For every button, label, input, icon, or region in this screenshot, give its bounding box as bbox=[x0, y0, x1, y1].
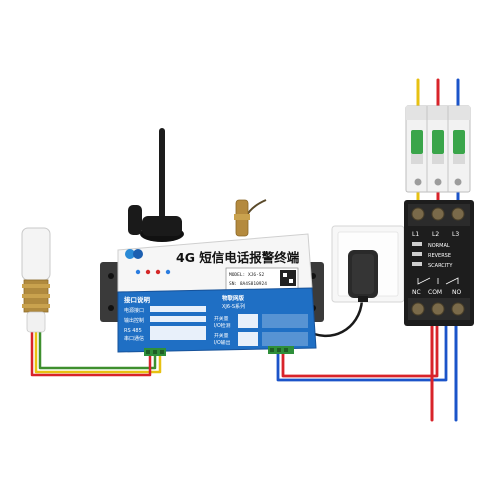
relay-terminal-no: NO bbox=[452, 289, 461, 296]
series-name: XJ6-S系列 bbox=[222, 303, 245, 310]
antenna-icon bbox=[128, 128, 267, 242]
power-adapter-icon bbox=[348, 250, 378, 302]
io-label-switch-out: 开关量 bbox=[214, 332, 229, 339]
relay-terminal-com: COM bbox=[428, 289, 442, 296]
row-label-output: 输出控制 bbox=[124, 317, 144, 324]
relay-state-reverse: REVERSE bbox=[428, 253, 451, 259]
status-leds bbox=[135, 269, 171, 275]
relay-terminal-nc: NC bbox=[412, 289, 421, 296]
row-label-rs485: RS 485 bbox=[124, 328, 142, 334]
terminal-block-right bbox=[268, 346, 294, 354]
sn-line: SN: 8A4S810924 bbox=[229, 281, 267, 287]
relay-terminal-l3: L3 bbox=[452, 231, 459, 238]
io-label-switch-in: 开关量 bbox=[214, 315, 229, 322]
phase-relay-icon: L1 L2 L3 NORMAL REVERSE SCARCITY NC COM … bbox=[404, 200, 474, 326]
brand-name: 物联网版 bbox=[222, 294, 245, 302]
temperature-probe-icon bbox=[21, 227, 51, 333]
qr-code-icon bbox=[280, 270, 296, 286]
io-label-output: I/O输出 bbox=[214, 339, 231, 346]
relay-terminal-l1: L1 bbox=[412, 231, 419, 238]
model-line: MODEL: XJ6-S2 bbox=[229, 272, 265, 278]
relay-terminal-l2: L2 bbox=[432, 231, 439, 238]
io-label-detect: I/O检测 bbox=[214, 322, 231, 329]
device-title: 4G 短信电话报警终端 bbox=[176, 250, 300, 265]
circuit-breaker-icon bbox=[405, 105, 471, 193]
alarm-terminal: 4G 短信电话报警终端 MODEL: XJ6-S2 SN: 8A4S810924… bbox=[100, 233, 324, 356]
panel-heading: 接口说明 bbox=[124, 295, 151, 304]
relay-state-scarcity: SCARCITY bbox=[428, 263, 453, 269]
row-label-power: 电源接口 bbox=[124, 307, 144, 314]
row-label-serial: 串口通信 bbox=[124, 335, 144, 342]
terminal-block-left bbox=[144, 348, 166, 356]
brand-logo bbox=[125, 249, 143, 259]
relay-state-normal: NORMAL bbox=[428, 243, 450, 249]
